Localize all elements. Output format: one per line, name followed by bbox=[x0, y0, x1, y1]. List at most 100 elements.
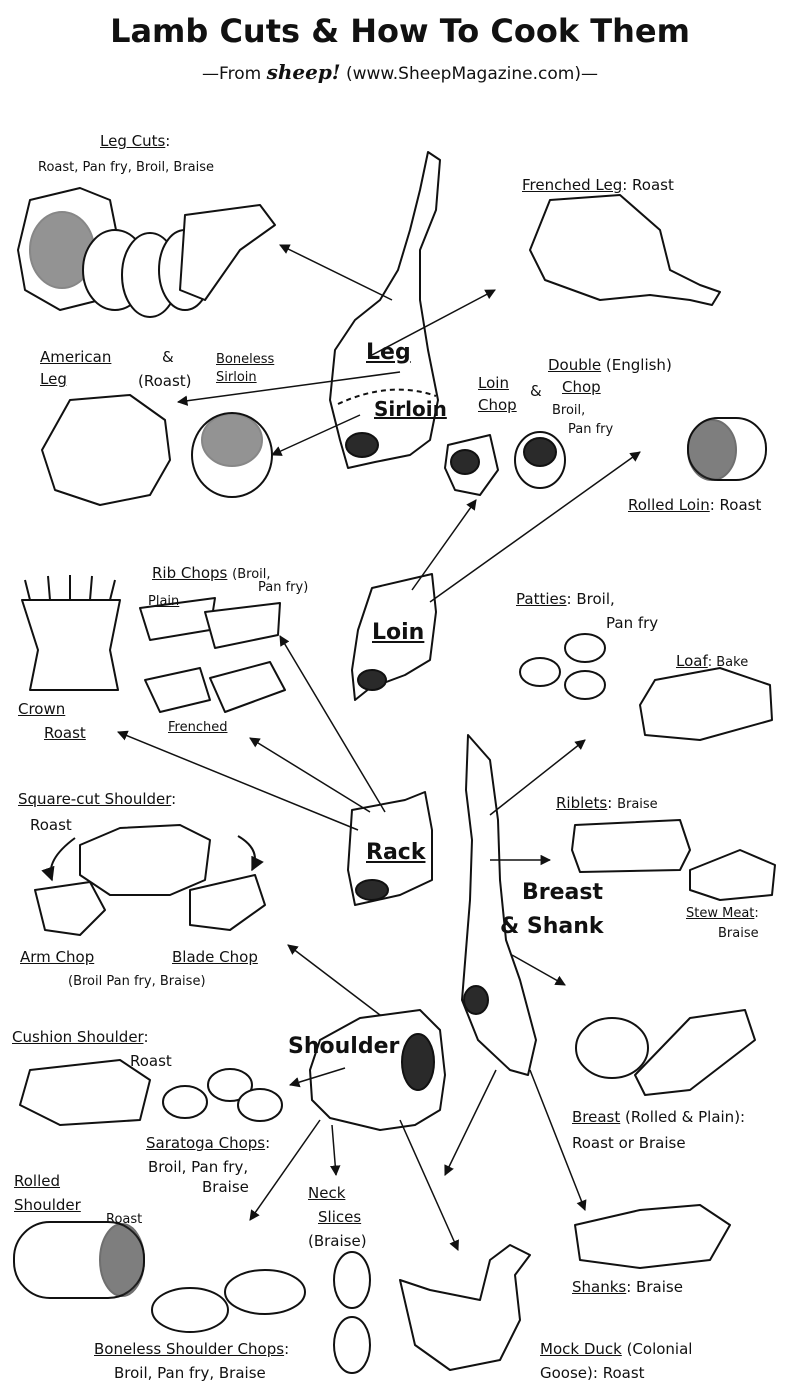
cushion-shoulder-label: Cushion Shoulder: bbox=[12, 1028, 149, 1046]
primal-leg-label: Leg bbox=[366, 340, 411, 365]
crown-roast-label-1: Crown bbox=[18, 700, 66, 718]
rolled-shoulder-label-1: Rolled bbox=[14, 1172, 61, 1190]
loin-chop-label-1: Loin bbox=[478, 374, 509, 392]
mock-duck-method: Goose): Roast bbox=[540, 1364, 645, 1382]
rib-chop-plain-2 bbox=[204, 602, 281, 649]
primal-rack-label: Rack bbox=[366, 840, 426, 865]
crown-roast-illustration bbox=[21, 599, 121, 691]
leg-cuts-method: Roast, Pan fry, Broil, Braise bbox=[38, 160, 215, 175]
boneless-shoulder-chop-2 bbox=[224, 1269, 306, 1315]
riblets-label: Riblets: Braise bbox=[556, 794, 658, 812]
loin-chop-label-2: Chop bbox=[478, 396, 517, 414]
shank-bone-end bbox=[463, 985, 489, 1015]
stew-meat-label: Stew Meat: bbox=[686, 906, 759, 921]
ampersand-chops: & bbox=[530, 382, 542, 400]
shoulder-eye bbox=[401, 1033, 435, 1091]
rib-chops-plain-label: Plain bbox=[148, 594, 180, 609]
sirloin-divider bbox=[337, 388, 437, 405]
shanks-label: Shanks: Braise bbox=[572, 1278, 683, 1296]
neck-slices-label-1: Neck bbox=[308, 1184, 346, 1202]
patty-2 bbox=[564, 633, 606, 663]
page-subtitle: —From sheep! (www.SheepMagazine.com)— bbox=[0, 62, 800, 84]
primal-sirloin-label: Sirloin bbox=[374, 397, 447, 421]
rib-chops-method-2: Pan fry) bbox=[258, 580, 309, 595]
neck-slices-method: (Braise) bbox=[308, 1232, 367, 1250]
boneless-sirloin-label-2: Sirloin bbox=[216, 370, 257, 385]
american-leg-label-2: Leg bbox=[40, 370, 67, 388]
boneless-shoulder-chop-1 bbox=[151, 1287, 229, 1333]
breast-plain-illustration bbox=[634, 1009, 756, 1096]
blade-chop-label: Blade Chop bbox=[172, 948, 258, 966]
frenched-leg-illustration bbox=[529, 194, 721, 306]
riblets-illustration bbox=[571, 819, 691, 873]
primal-shoulder-label: Shoulder bbox=[288, 1034, 400, 1059]
cushion-shoulder-illustration bbox=[19, 1059, 151, 1126]
double-chop-label-1: Double (English) bbox=[548, 356, 672, 374]
subtitle-prefix: —From bbox=[202, 64, 262, 84]
breast-rolled-illustration bbox=[575, 1017, 649, 1079]
loaf-illustration bbox=[639, 667, 773, 741]
subtitle-website: (www.SheepMagazine.com)— bbox=[345, 64, 598, 84]
double-chop-label-2: Chop bbox=[562, 378, 601, 396]
loin-eye bbox=[357, 669, 387, 691]
stew-meat-illustration bbox=[689, 849, 776, 901]
rib-chop-frenched-2 bbox=[209, 661, 286, 713]
cushion-shoulder-method: Roast bbox=[130, 1052, 172, 1070]
double-chop-method-1: Broil, bbox=[552, 403, 586, 418]
double-chop-method-2: Pan fry bbox=[568, 422, 614, 437]
boneless-shoulder-chops-method: Broil, Pan fry, Braise bbox=[114, 1364, 266, 1382]
roast-paren-label: (Roast) bbox=[138, 372, 192, 390]
patties-method-2: Pan fry bbox=[606, 614, 659, 632]
square-cut-shoulder-illustration bbox=[79, 824, 211, 896]
breast-cut-label: Breast (Rolled & Plain): bbox=[572, 1108, 746, 1126]
patty-3 bbox=[564, 670, 606, 700]
breast-cut-method: Roast or Braise bbox=[572, 1134, 686, 1152]
frenched-leg-label: Frenched Leg: Roast bbox=[522, 176, 674, 194]
leg-cuts-label: Leg Cuts: bbox=[100, 132, 171, 150]
shanks-illustration bbox=[574, 1204, 731, 1269]
loin-primal-illustration bbox=[351, 573, 437, 701]
leg-bone-end bbox=[345, 432, 379, 458]
saratoga-chops-label: Saratoga Chops: bbox=[146, 1134, 271, 1152]
rib-chops-label: Rib Chops (Broil, bbox=[152, 564, 271, 582]
saratoga-chop-2 bbox=[207, 1068, 253, 1102]
saratoga-method-1: Broil, Pan fry, bbox=[148, 1158, 249, 1176]
rolled-shoulder-method: Roast bbox=[106, 1212, 143, 1227]
blade-chop-illustration bbox=[189, 874, 266, 931]
primal-loin-label: Loin bbox=[372, 620, 425, 645]
neck-slice-1 bbox=[333, 1251, 371, 1309]
crown-roast-label-2: Roast bbox=[44, 724, 86, 742]
rib-chops-frenched-label: Frenched bbox=[168, 720, 228, 735]
rolled-loin-label: Rolled Loin: Roast bbox=[628, 496, 762, 514]
primal-breast-label: Breast bbox=[522, 880, 603, 905]
leg-primal-illustration bbox=[329, 151, 441, 469]
arm-chop-illustration bbox=[34, 881, 106, 936]
american-leg-label-1: American bbox=[40, 348, 112, 366]
patty-1 bbox=[519, 657, 561, 687]
boneless-sirloin-label-1: Boneless bbox=[216, 352, 275, 367]
ampersand-leg-sirloin: & bbox=[162, 348, 174, 366]
rack-primal-illustration bbox=[347, 791, 433, 906]
arm-chop-label: Arm Chop bbox=[20, 948, 95, 966]
rolled-shoulder-label-2: Shoulder bbox=[14, 1196, 81, 1214]
neck-slice-2 bbox=[333, 1316, 371, 1374]
shoulder-chop-methods: (Broil Pan fry, Braise) bbox=[68, 974, 206, 989]
american-leg-illustration bbox=[41, 394, 171, 506]
saratoga-method-2: Braise bbox=[202, 1178, 249, 1196]
square-cut-method: Roast bbox=[30, 816, 72, 834]
neck-slices-label-2: Slices bbox=[318, 1208, 362, 1226]
page-title: Lamb Cuts & How To Cook Them bbox=[110, 12, 690, 50]
saratoga-chop-1 bbox=[162, 1085, 208, 1119]
mock-duck-illustration bbox=[399, 1244, 531, 1371]
saratoga-chop-3 bbox=[237, 1088, 283, 1122]
rib-chop-frenched-1 bbox=[144, 667, 211, 713]
magazine-logo: sheep! bbox=[266, 60, 341, 84]
primal-shank-label: & Shank bbox=[500, 914, 604, 939]
mock-duck-label: Mock Duck (Colonial bbox=[540, 1340, 693, 1358]
boneless-shoulder-chops-label: Boneless Shoulder Chops: bbox=[94, 1340, 290, 1358]
loaf-label: Loaf: Bake bbox=[676, 652, 749, 670]
square-cut-shoulder-label: Square-cut Shoulder: bbox=[18, 790, 177, 808]
rack-eye bbox=[355, 879, 389, 901]
patties-label: Patties: Broil, bbox=[516, 590, 615, 608]
